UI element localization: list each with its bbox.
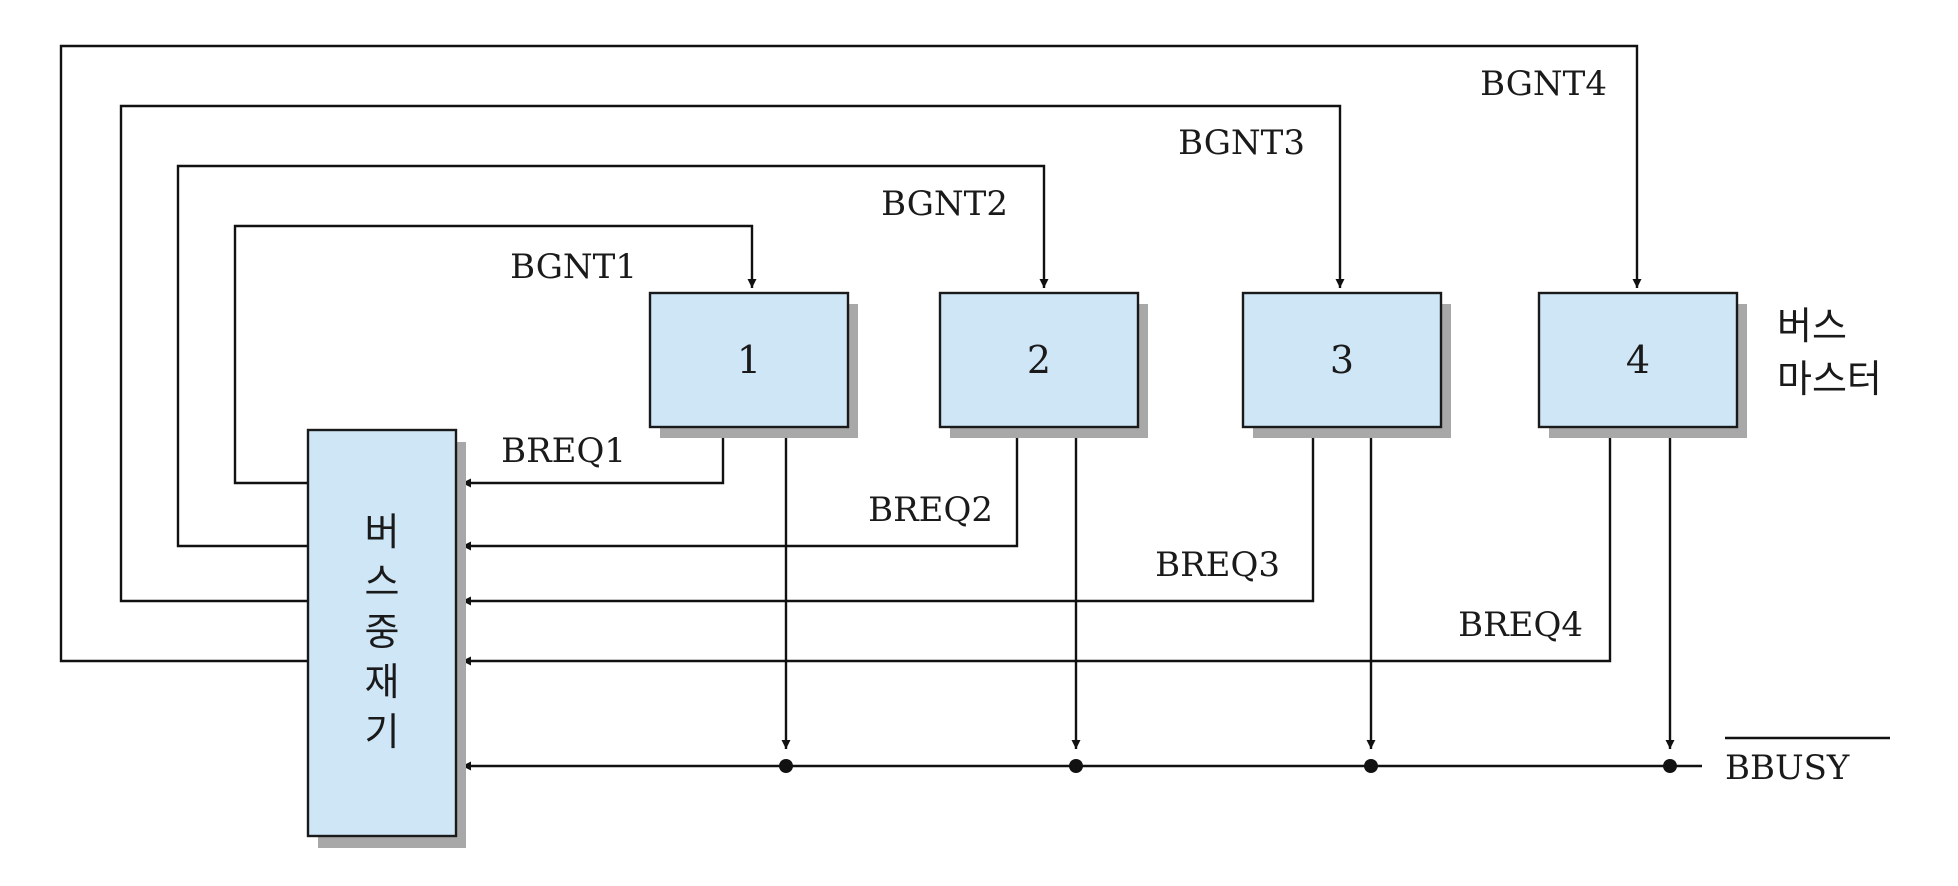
bgnt3-label: BGNT3 bbox=[1178, 123, 1305, 163]
arbiter-char: 버 bbox=[365, 510, 400, 554]
breq2-label: BREQ2 bbox=[868, 490, 993, 530]
bus-master-1: 1 bbox=[648, 291, 858, 438]
request-lines bbox=[462, 429, 1612, 666]
master-id: 3 bbox=[1330, 338, 1354, 382]
bus-master-caption-line1: 버스 bbox=[1777, 304, 1847, 348]
junction-dot bbox=[1069, 759, 1083, 773]
arbiter-char: 재 bbox=[365, 660, 400, 704]
breq4-label: BREQ4 bbox=[1458, 605, 1583, 645]
bus-master-2: 2 bbox=[938, 291, 1148, 438]
arbiter-char: 중 bbox=[365, 610, 400, 654]
master-id: 4 bbox=[1626, 338, 1650, 382]
grant-lines bbox=[59, 44, 1642, 663]
bgnt2-label: BGNT2 bbox=[881, 184, 1008, 224]
breq3-line bbox=[462, 429, 1315, 606]
junction-dot bbox=[1364, 759, 1378, 773]
bgnt1-label: BGNT1 bbox=[510, 247, 637, 287]
bgnt2-line bbox=[176, 164, 1049, 548]
master-id: 2 bbox=[1027, 338, 1051, 382]
breq3-label: BREQ3 bbox=[1155, 545, 1280, 585]
arbiter-char: 스 bbox=[365, 560, 400, 604]
bgnt4-line bbox=[59, 44, 1642, 663]
breq1-line bbox=[462, 429, 725, 488]
bgnt1-line bbox=[233, 224, 757, 485]
arbiter-char: 기 bbox=[365, 710, 400, 754]
bbusy-bus bbox=[462, 423, 1702, 773]
bus-master-3: 3 bbox=[1241, 291, 1451, 438]
breq4-line bbox=[462, 429, 1612, 666]
bbusy-label: BBUSY bbox=[1725, 748, 1850, 788]
bus-arbiter: 버 스 중 재 기 bbox=[306, 428, 466, 848]
bbusy-label-group: BBUSY bbox=[1725, 736, 1890, 788]
breq1-label: BREQ1 bbox=[501, 431, 626, 471]
master-id: 1 bbox=[737, 338, 761, 382]
junction-dot bbox=[779, 759, 793, 773]
bus-master-4: 4 bbox=[1537, 291, 1747, 438]
breq2-line bbox=[462, 429, 1019, 551]
bus-master-caption-line2: 마스터 bbox=[1777, 357, 1882, 401]
bgnt4-label: BGNT4 bbox=[1480, 64, 1607, 104]
junction-dot bbox=[1663, 759, 1677, 773]
bgnt3-line bbox=[119, 104, 1345, 603]
